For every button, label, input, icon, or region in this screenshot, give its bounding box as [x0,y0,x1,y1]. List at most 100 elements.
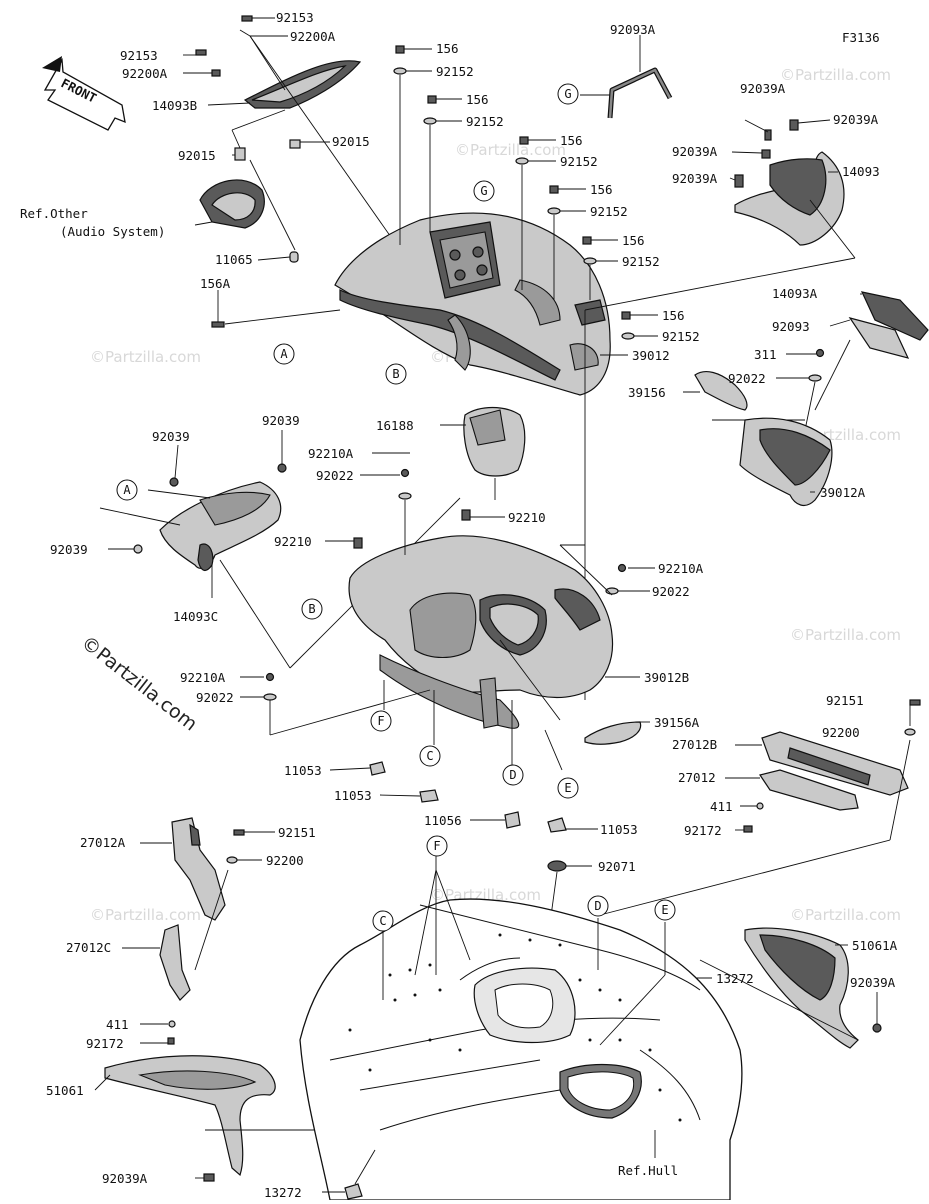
callout-G-handle: G [557,83,579,105]
callout-D-bottom: D [587,895,609,917]
watermark: ©Partzilla.com [790,626,901,644]
label-92039A: 92039A [672,171,718,186]
label-156: 156 [590,182,613,197]
label-27012A: 27012A [80,835,126,850]
label-92200A: 92200A [122,66,168,81]
label-92152: 92152 [466,114,504,129]
label-92022: 92022 [652,584,690,599]
label-92210A: 92210A [308,446,354,461]
label-156A: 156A [200,276,231,291]
label-39156A: 39156A [654,715,700,730]
label-92151: 92151 [826,693,864,708]
part-27012B-rail [599,699,921,916]
svg-text:F: F [433,839,440,853]
label-92210: 92210 [508,510,546,525]
part-39012-upper-cover [334,212,611,396]
label-39012B: 39012B [644,670,689,685]
label-92039A: 92039A [833,112,879,127]
figure-code: F3136 [842,30,880,45]
ref-audio-line1: Ref.Other [20,206,88,221]
label-92151: 92151 [278,825,316,840]
label-51061: 51061 [46,1083,84,1098]
label-11053: 11053 [600,822,638,837]
part-16188-pad [440,406,526,500]
svg-text:F: F [377,714,384,728]
label-92153: 92153 [276,10,314,25]
label-27012C: 27012C [66,940,111,955]
part-14093C-cover [99,430,461,669]
part-14093A-lens [776,291,929,431]
label-92210: 92210 [274,534,312,549]
label-92172: 92172 [684,823,722,838]
part-14093-cover [729,119,856,259]
label-92172: 92172 [86,1036,124,1051]
label-11053: 11053 [334,788,372,803]
leader-lines-top-center [399,48,856,700]
fastener-group-mid [329,680,598,833]
label-92200: 92200 [822,725,860,740]
ref-hull: Ref.Hull [618,1163,678,1178]
label-11056: 11056 [424,813,462,828]
svg-text:A: A [123,483,131,497]
part-92093A-handle [580,35,673,119]
label-39156: 39156 [628,385,666,400]
callout-B-top: B [385,363,407,385]
part-39156A-pad [584,721,650,745]
callout-A-mid: A [116,479,138,501]
svg-text:E: E [564,781,571,795]
label-14093A: 14093A [772,286,818,301]
label-92022: 92022 [316,468,354,483]
part-11065-grommet [289,251,299,263]
label-92015: 92015 [332,134,370,149]
screw-92153-b [195,49,207,56]
watermark: ©Partzilla.com [90,348,201,366]
label-27012B: 27012B [672,737,717,752]
part-27012C-bracket [122,924,191,1045]
label-13272: 13272 [264,1185,302,1200]
callout-F-bottom: F [426,835,448,857]
label-14093: 14093 [842,164,880,179]
label-27012: 27012 [678,770,716,785]
label-92200: 92200 [266,853,304,868]
washer-92200A [211,69,221,77]
label-51061A: 51061A [852,938,898,953]
part-39012B-lower-panel [240,452,655,736]
part-51061-panel [94,1055,510,1182]
watermark: ©Partzilla.com [90,906,201,924]
label-92152: 92152 [436,64,474,79]
watermark: ©Partzilla.com [780,66,891,84]
leader-lines-hull [354,855,666,1185]
label-156: 156 [662,308,685,323]
watermark: ©Partzilla.com [455,141,566,159]
label-92152: 92152 [590,204,628,219]
svg-text:B: B [308,602,315,616]
callouts: A B G G A B F C D E F C D E [116,83,676,932]
callout-G-top: G [473,180,495,202]
label-156: 156 [622,233,645,248]
front-arrow-icon: FRONT [42,56,126,131]
label-14093B: 14093B [152,98,197,113]
label-92039A: 92039A [672,144,718,159]
part-92071-grommet [547,860,567,872]
hull-deck [299,898,743,1201]
callout-E-bottom: E [654,899,676,921]
label-11065: 11065 [215,252,253,267]
label-92039A: 92039A [850,975,896,990]
ref-audio-line2: (Audio System) [60,224,165,239]
callout-C-mid: C [419,745,441,767]
audio-unit [199,179,265,229]
label-92093: 92093 [772,319,810,334]
label-92039A: 92039A [740,81,786,96]
part-14093B-cover [243,60,362,109]
part-27012A-bracket [140,817,275,971]
label-11053: 11053 [284,763,322,778]
callout-A-top: A [273,343,295,365]
label-411: 411 [710,799,733,814]
label-156: 156 [560,133,583,148]
callout-C-bottom: C [372,910,394,932]
part-51061A-grille [699,927,882,1049]
label-311: 311 [754,347,777,362]
bolt-156A [211,321,225,328]
part-39012A-panel [739,417,833,507]
